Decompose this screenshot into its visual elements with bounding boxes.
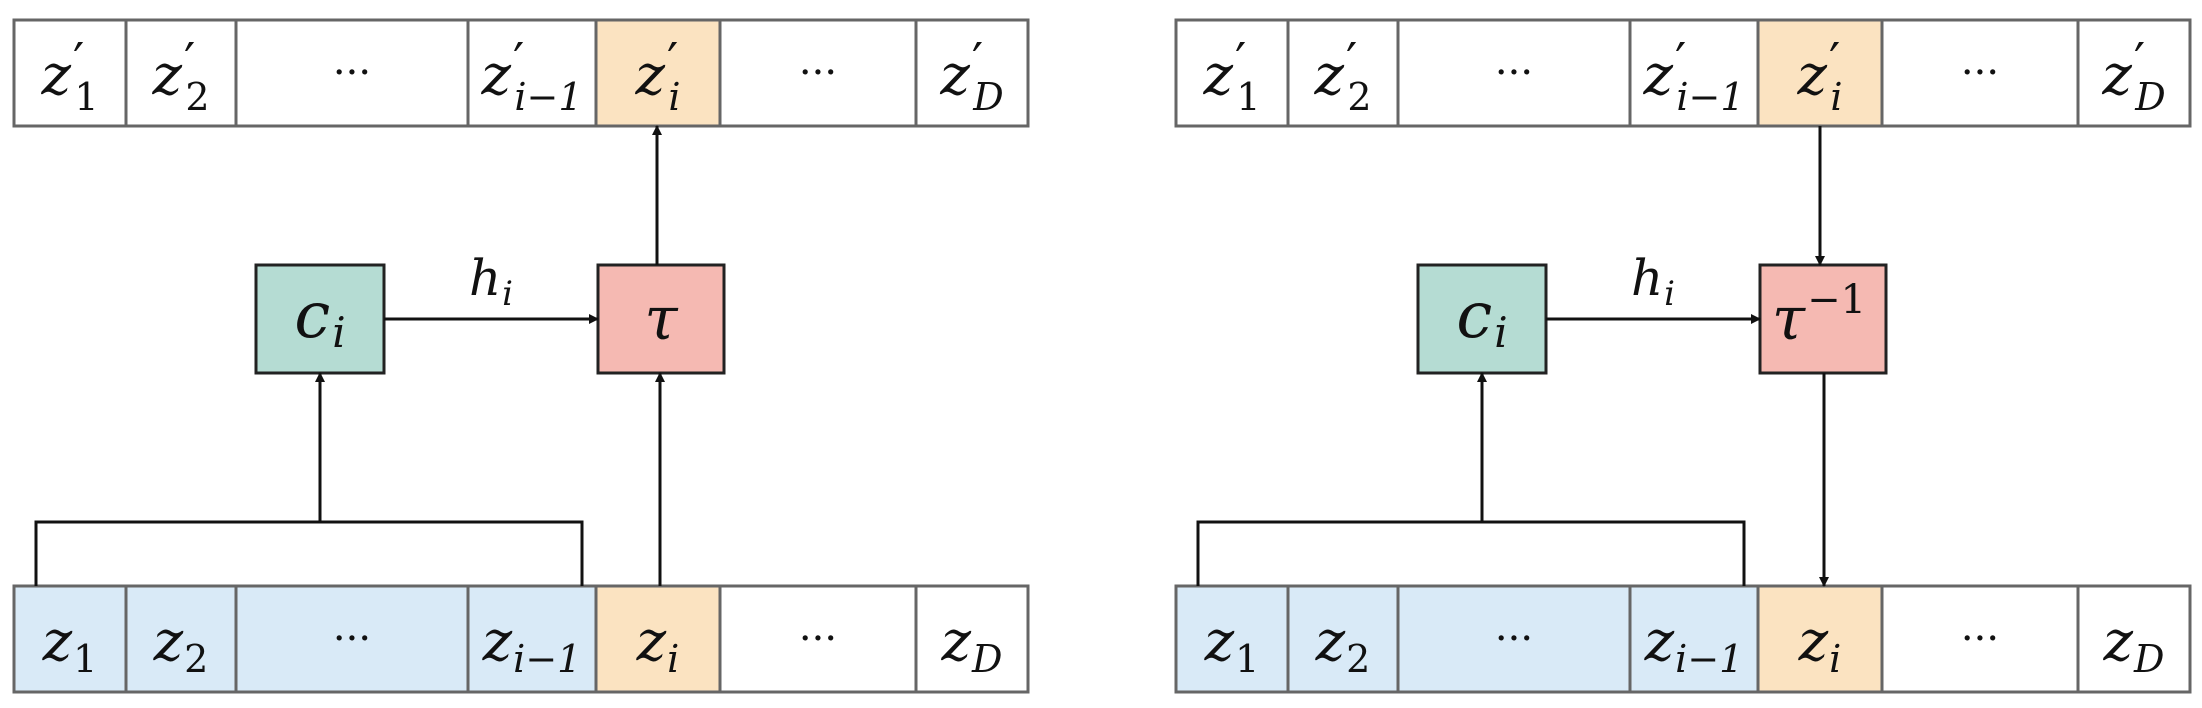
top-row-cell: z′i	[594, 18, 722, 128]
top-row-cell: z′1	[12, 18, 128, 128]
bottom-row-cell: ···	[234, 584, 470, 694]
bottom-row-cell: z1	[1174, 584, 1290, 694]
transform-label: τ−1	[1772, 277, 1866, 354]
cell-box	[1756, 18, 1884, 128]
variable-label: zD	[941, 609, 1003, 681]
top-row-cell: z′1	[1174, 18, 1290, 128]
top-row: z′1 z′2 ··· z′i−1 z′i ··· z′D	[1174, 18, 2192, 128]
variable-label: z2	[1315, 609, 1371, 681]
variable-label: z1	[1204, 609, 1260, 681]
ellipsis-label: ···	[799, 616, 837, 662]
cell-box	[914, 584, 1030, 694]
bottom-row-cell: zi	[594, 584, 722, 694]
cell-box	[124, 18, 238, 128]
variable-label: z1	[42, 609, 98, 681]
variable-label: z′D	[2101, 32, 2165, 119]
bottom-row-cell: zi	[1756, 584, 1884, 694]
variable-label: z′2	[1313, 32, 1371, 119]
cell-box	[1756, 584, 1884, 694]
context-bus	[1196, 520, 1746, 586]
ellipsis-label: ···	[333, 50, 371, 96]
ellipsis-label: ···	[333, 616, 371, 662]
variable-label: z′1	[1202, 32, 1260, 119]
bottom-row: z1 z2 ··· zi−1 zi ··· zD	[1174, 584, 2192, 694]
cell-box	[1628, 584, 1760, 694]
cell-box	[2076, 584, 2192, 694]
top-row-cell: z′i	[1756, 18, 1884, 128]
cell-box	[124, 584, 238, 694]
cell-box	[234, 584, 470, 694]
edge-label: hi	[1631, 249, 1675, 314]
cell-box	[914, 18, 1030, 128]
variable-label: z′i	[1796, 32, 1842, 119]
variable-label: z′i	[634, 32, 680, 119]
bottom-row-cell: zD	[914, 584, 1030, 694]
variable-label: zi	[1798, 609, 1842, 681]
top-row-cell: ···	[1880, 18, 2080, 128]
ellipsis-label: ···	[1961, 50, 1999, 96]
variable-label: zi	[636, 609, 680, 681]
cell-box	[1174, 18, 1290, 128]
cell-box	[466, 18, 598, 128]
variable-label: z′1	[40, 32, 98, 119]
transform-label: τ	[644, 284, 678, 354]
variable-label: z′D	[939, 32, 1003, 119]
cell-box	[2076, 18, 2192, 128]
top-row-cell: z′D	[914, 18, 1030, 128]
cell-box	[1174, 584, 1290, 694]
cell-box	[718, 18, 918, 128]
edge-label: hi	[469, 249, 513, 314]
cell-box	[12, 584, 128, 694]
bottom-row-cell: zi−1	[1628, 584, 1760, 694]
top-row-cell: z′D	[2076, 18, 2192, 128]
top-row-cell: ···	[718, 18, 918, 128]
variable-label: zi−1	[1644, 609, 1744, 681]
cell-box	[1396, 18, 1632, 128]
bottom-row-cell: ···	[718, 584, 918, 694]
bottom-row: z1 z2 ··· zi−1 zi ··· zD	[12, 584, 1030, 694]
variable-label: z′2	[151, 32, 209, 119]
top-row-cell: z′i−1	[1628, 18, 1760, 128]
bottom-row-cell: z1	[12, 584, 128, 694]
cell-box	[1880, 18, 2080, 128]
cell-box	[1880, 584, 2080, 694]
cell-box	[1396, 584, 1632, 694]
bottom-row-cell: z2	[1286, 584, 1400, 694]
conditioner-box	[254, 263, 386, 375]
top-row-cell: z′2	[124, 18, 238, 128]
context-bus	[34, 520, 584, 586]
top-row: z′1 z′2 ··· z′i−1 z′i ··· z′D	[12, 18, 1030, 128]
variable-label: z′i−1	[480, 32, 582, 119]
variable-label: zi−1	[482, 609, 582, 681]
ellipsis-label: ···	[1961, 616, 1999, 662]
cell-box	[594, 18, 722, 128]
conditioner-label: ci	[1456, 279, 1507, 357]
top-row-cell: z′i−1	[466, 18, 598, 128]
bottom-row-cell: z2	[124, 584, 238, 694]
top-row-cell: ···	[1396, 18, 1632, 128]
cell-box	[718, 584, 918, 694]
conditioner-box	[1416, 263, 1548, 375]
conditioner-label: ci	[294, 279, 345, 357]
top-row-cell: z′2	[1286, 18, 1400, 128]
ellipsis-label: ···	[1495, 616, 1533, 662]
bottom-row-cell: ···	[1396, 584, 1632, 694]
ellipsis-label: ···	[799, 50, 837, 96]
top-row-cell: ···	[234, 18, 470, 128]
cell-box	[12, 18, 128, 128]
cell-box	[1628, 18, 1760, 128]
variable-label: zD	[2103, 609, 2165, 681]
bottom-row-cell: zD	[2076, 584, 2192, 694]
bottom-row-cell: ···	[1880, 584, 2080, 694]
cell-box	[1286, 584, 1400, 694]
ellipsis-label: ···	[1495, 50, 1533, 96]
bottom-row-cell: zi−1	[466, 584, 598, 694]
cell-box	[594, 584, 722, 694]
variable-label: z′i−1	[1642, 32, 1744, 119]
variable-label: z2	[153, 609, 209, 681]
